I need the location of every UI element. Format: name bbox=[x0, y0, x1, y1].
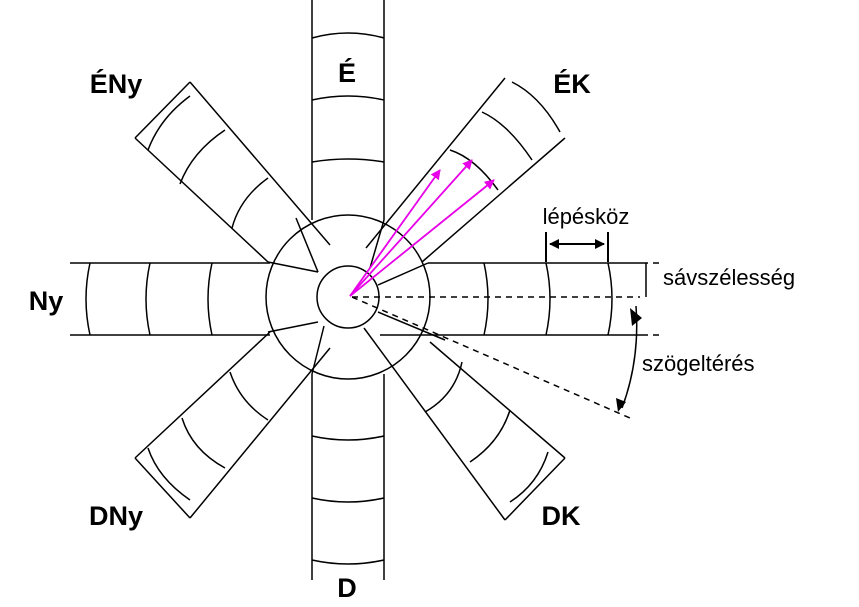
arrow-2 bbox=[349, 159, 473, 297]
label-north: É bbox=[338, 57, 356, 88]
band-east bbox=[380, 262, 642, 336]
band-west bbox=[70, 262, 270, 336]
arrow-3 bbox=[349, 179, 495, 297]
label-west: Ny bbox=[29, 286, 64, 316]
angle-tolerance-arc bbox=[616, 305, 642, 412]
center-rings bbox=[265, 214, 431, 380]
label-step: lépésköz bbox=[543, 204, 630, 229]
label-southwest: DNy bbox=[89, 501, 143, 531]
band-northwest bbox=[134, 81, 331, 263]
label-south: D bbox=[337, 573, 357, 603]
outer-ring bbox=[265, 214, 431, 380]
band-north bbox=[311, 0, 385, 220]
band-south bbox=[311, 374, 385, 580]
label-bandwidth: sávszélesség bbox=[663, 265, 795, 290]
step-dimension bbox=[545, 232, 609, 262]
band-northeast bbox=[365, 77, 566, 263]
arrow-1 bbox=[349, 169, 441, 297]
band-southeast bbox=[363, 311, 566, 521]
label-southeast: DK bbox=[542, 501, 581, 531]
direction-arrows bbox=[349, 159, 495, 297]
center-spokes bbox=[267, 217, 429, 375]
label-northeast: ÉK bbox=[553, 68, 591, 99]
tolerance-dashed-lines bbox=[351, 262, 660, 419]
label-northwest: ÉNy bbox=[90, 68, 143, 99]
label-angle-tolerance: szögeltérés bbox=[642, 351, 755, 376]
tolerance-line bbox=[351, 296, 631, 419]
band-southwest bbox=[134, 331, 331, 519]
